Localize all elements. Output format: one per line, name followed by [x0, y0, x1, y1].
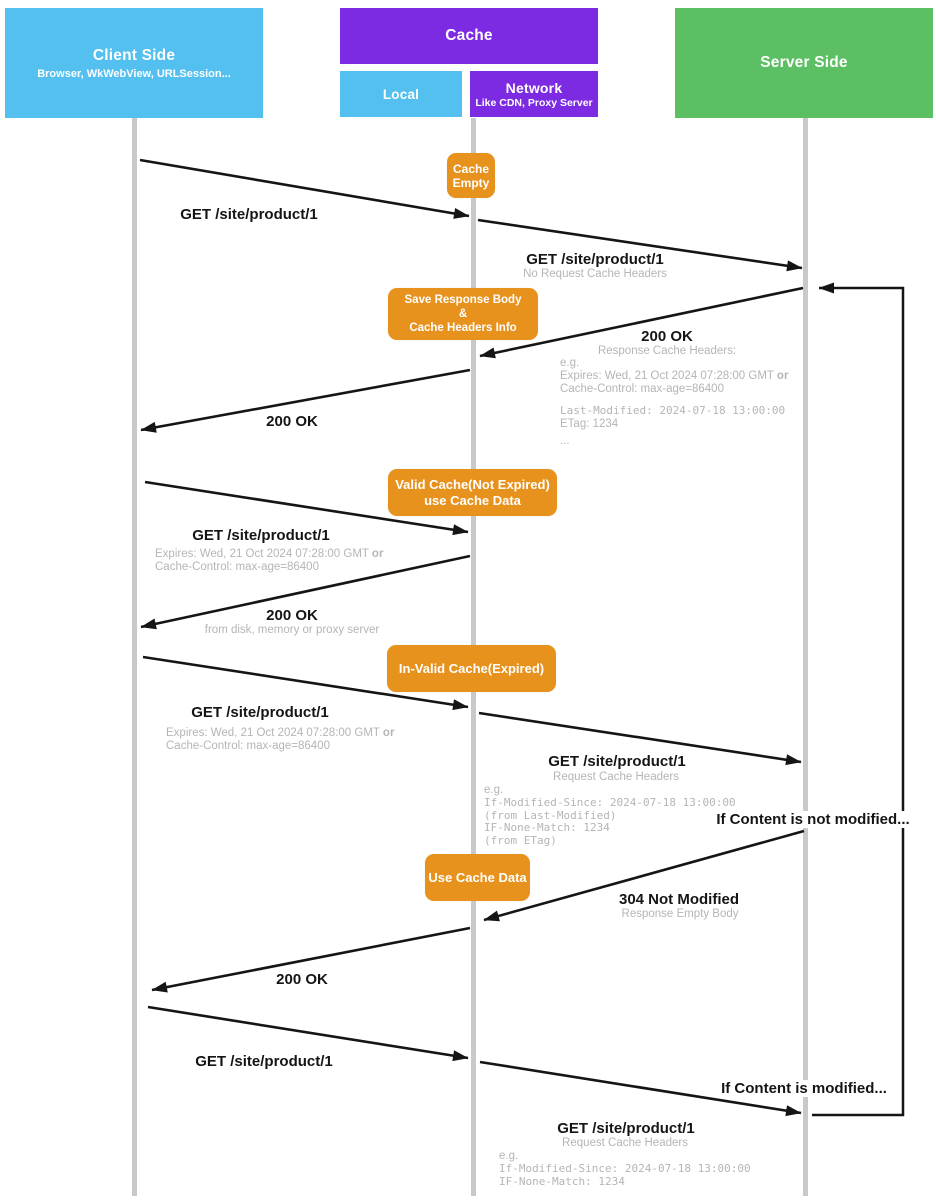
request-expires-block-2: Expires: Wed, 21 Oct 2024 07:28:00 GMT o…: [166, 727, 394, 753]
arrow-cache-to-client-200ok-3: [151, 926, 471, 993]
arrow-cache-to-server-get-1: [477, 218, 803, 272]
actor-cache-network-box: Network Like CDN, Proxy Server: [470, 71, 598, 117]
label-get-6: GET /site/product/1: [195, 1053, 333, 1070]
label-304-sub: Response Empty Body: [621, 908, 739, 920]
arrow-server-to-cache-200ok: [479, 286, 804, 359]
loopback-connector-modified: [812, 282, 905, 1117]
label-get-2: GET /site/product/1: [526, 251, 664, 268]
label-get-7: GET /site/product/1: [557, 1120, 695, 1137]
label-get-4: GET /site/product/1: [191, 704, 329, 721]
lifeline-client: [132, 118, 137, 1196]
actor-cache-box: Cache: [340, 8, 598, 64]
headers-last-modified: Last-Modified: 2024-07-18 13:00:00: [560, 404, 786, 417]
label-get-5-sub: Request Cache Headers: [553, 771, 679, 783]
actor-client-title: Client Side: [92, 46, 176, 64]
arrow-client-to-cache-get-4: [147, 1005, 469, 1062]
headers-eg: e.g.: [560, 357, 580, 369]
from-etag-line: (from ETag): [484, 834, 557, 848]
note-use-cache-data: Use Cache Data: [425, 854, 530, 901]
actor-cache-local-title: Local: [382, 86, 420, 102]
note-save-response-body: Save Response Body & Cache Headers Info: [388, 288, 538, 340]
if-modified-since-line: If-Modified-Since: 2024-07-18 13:00:00: [499, 1162, 751, 1175]
note-invalid-cache: In-Valid Cache(Expired): [387, 645, 556, 692]
actor-cache-network-subtitle: Like CDN, Proxy Server: [475, 96, 593, 109]
actor-cache-local-box: Local: [340, 71, 462, 117]
actor-server-box: Server Side: [675, 8, 933, 118]
cache-control-line: Cache-Control: max-age=86400: [166, 740, 330, 752]
label-200ok-3-sub: from disk, memory or proxy server: [204, 624, 380, 636]
headers-cache-control: Cache-Control: max-age=86400: [560, 383, 724, 395]
if-modified-since-line: If-Modified-Since: 2024-07-18 13:00:00: [484, 796, 736, 809]
label-200ok-1: 200 OK: [641, 328, 693, 345]
expires-line: Expires: Wed, 21 Oct 2024 07:28:00 GMT o…: [166, 727, 395, 739]
if-none-match-line: IF-None-Match: 1234: [484, 821, 610, 835]
request-cache-headers-block-1: e.g. If-Modified-Since: 2024-07-18 13:00…: [484, 784, 736, 848]
headers-expires: Expires: Wed, 21 Oct 2024 07:28:00 GMT o…: [560, 370, 789, 382]
request-expires-block-1: Expires: Wed, 21 Oct 2024 07:28:00 GMT o…: [155, 548, 383, 574]
arrow-cache-to-client-200ok-1: [140, 368, 471, 433]
cache-control-line: Cache-Control: max-age=86400: [155, 561, 319, 573]
label-get-1: GET /site/product/1: [180, 206, 318, 223]
arrow-cache-to-client-200ok-2: [140, 554, 471, 630]
note-cache-empty: Cache Empty: [447, 153, 495, 198]
expires-line: Expires: Wed, 21 Oct 2024 07:28:00 GMT o…: [155, 548, 384, 560]
response-headers-block: e.g. Expires: Wed, 21 Oct 2024 07:28:00 …: [560, 357, 788, 448]
headers-eg: e.g.: [484, 784, 504, 796]
arrow-server-to-cache-304: [483, 829, 805, 922]
lifeline-server: [803, 118, 808, 1196]
condition-not-modified: If Content is not modified...: [714, 811, 912, 828]
label-get-7-sub: Request Cache Headers: [562, 1137, 688, 1149]
label-200ok-1-sub: Response Cache Headers:: [597, 345, 737, 357]
condition-modified: If Content is modified...: [719, 1080, 889, 1097]
note-valid-cache: Valid Cache(Not Expired) use Cache Data: [388, 469, 557, 516]
actor-client-box: Client Side Browser, WkWebView, URLSessi…: [5, 8, 263, 118]
actor-cache-network-title: Network: [505, 79, 563, 96]
label-get-5: GET /site/product/1: [548, 753, 686, 770]
arrow-client-to-cache-get-2: [144, 480, 469, 536]
headers-etag: ETag: 1234: [560, 417, 619, 430]
actor-cache-title: Cache: [445, 27, 493, 44]
label-get-2-sub: No Request Cache Headers: [523, 268, 667, 280]
if-none-match-line: IF-None-Match: 1234: [499, 1174, 625, 1188]
request-cache-headers-block-2: e.g. If-Modified-Since: 2024-07-18 13:00…: [499, 1150, 751, 1188]
actor-server-title: Server Side: [760, 54, 848, 71]
label-200ok-2: 200 OK: [266, 413, 318, 430]
label-get-3: GET /site/product/1: [192, 527, 330, 544]
actor-client-subtitle: Browser, WkWebView, URLSession...: [37, 67, 231, 80]
arrow-client-to-cache-get-3: [142, 655, 469, 711]
headers-eg: e.g.: [499, 1150, 519, 1162]
from-last-modified-line: (from Last-Modified): [484, 808, 617, 822]
headers-ellipsis: ...: [560, 434, 570, 447]
label-200ok-3: 200 OK: [266, 607, 318, 624]
arrow-client-to-cache-get-1: [139, 158, 470, 219]
arrow-cache-to-server-get-2: [478, 711, 802, 766]
arrow-cache-to-server-get-3: [479, 1060, 802, 1117]
label-304: 304 Not Modified: [618, 891, 740, 908]
label-200ok-4: 200 OK: [276, 971, 328, 988]
